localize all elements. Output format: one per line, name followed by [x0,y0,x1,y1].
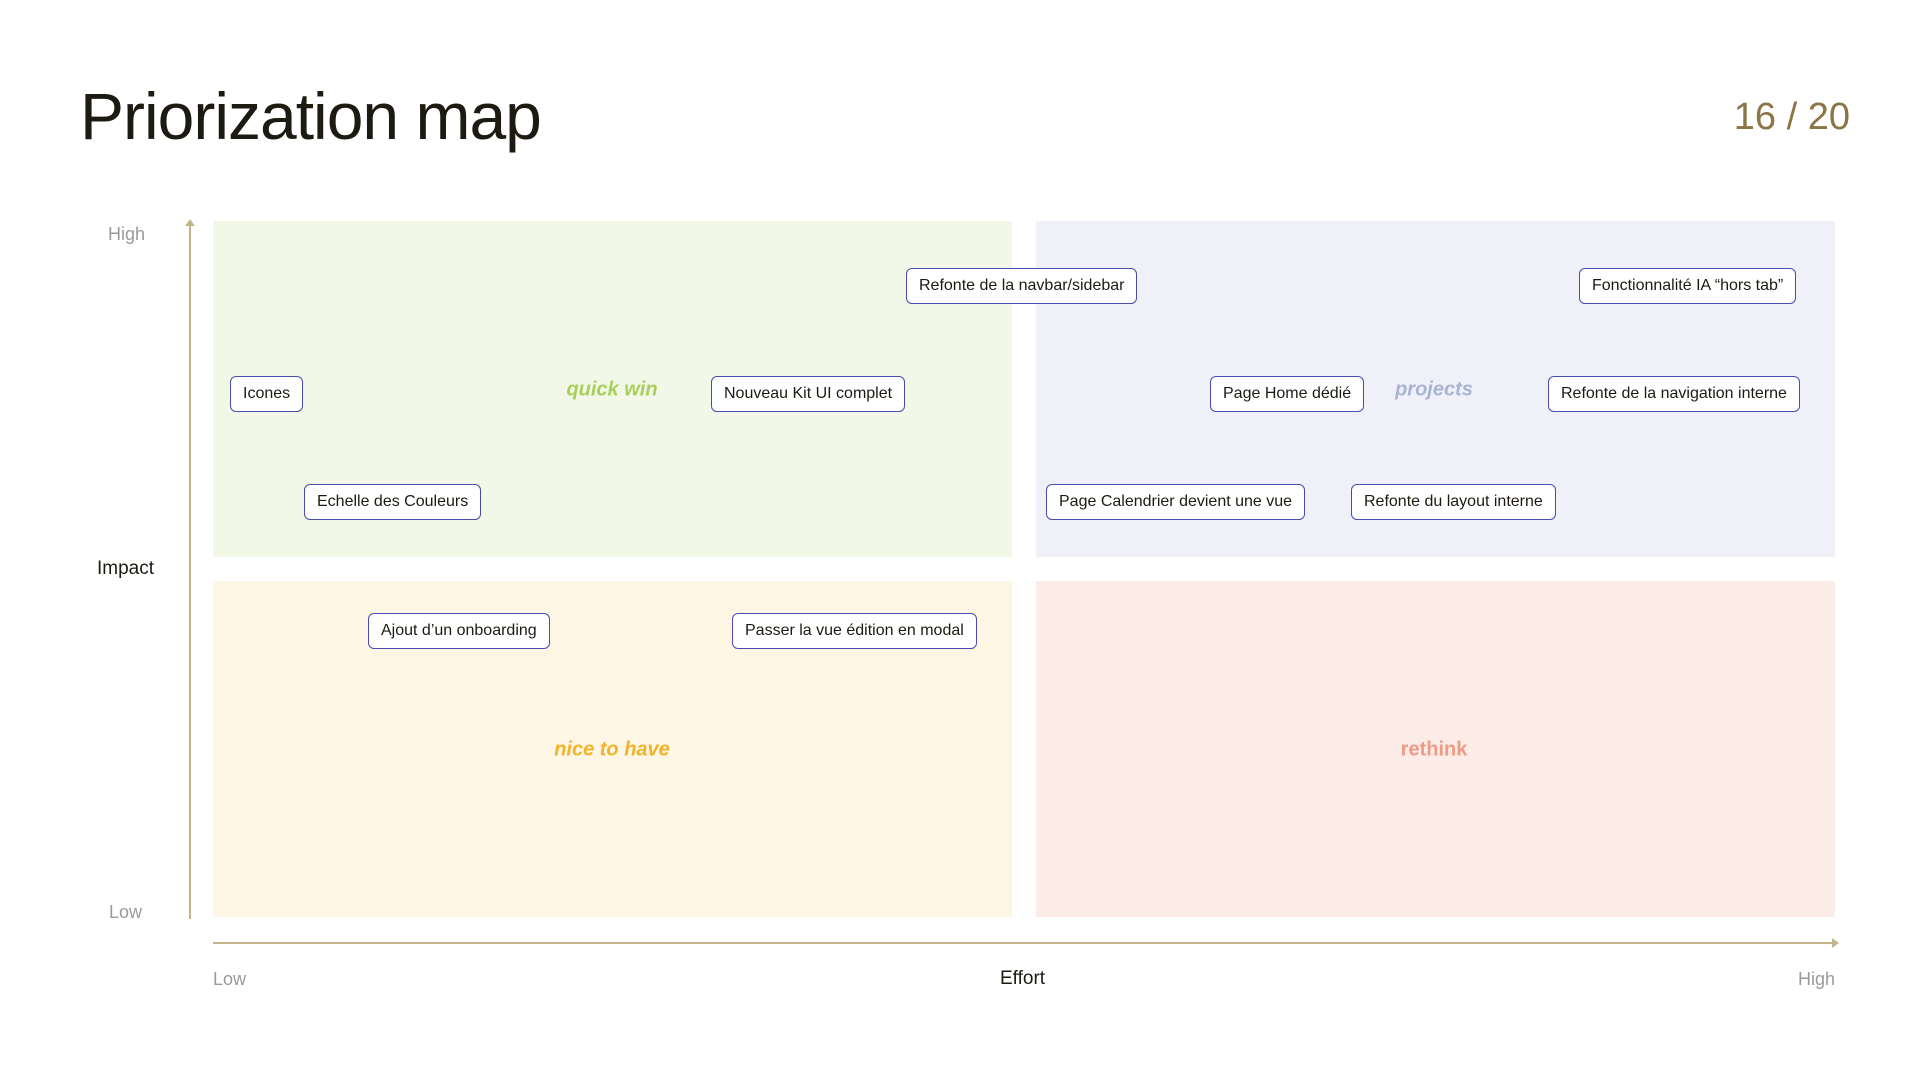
y-axis-line [189,224,191,919]
x-axis-line [213,942,1835,944]
y-axis-arrow-icon [185,219,195,226]
x-axis-arrow-icon [1832,938,1839,948]
tag-nouveau-kit-ui[interactable]: Nouveau Kit UI complet [711,376,906,412]
tag-echelle-couleurs[interactable]: Echelle des Couleurs [304,484,482,520]
quadrant-label-nice-to-have: nice to have [554,738,670,761]
tag-refonte-layout-interne[interactable]: Refonte du layout interne [1351,484,1556,520]
quadrant-rethink [1036,581,1835,917]
tag-page-calendrier[interactable]: Page Calendrier devient une vue [1046,484,1306,520]
quadrant-label-projects: projects [1395,378,1473,401]
y-axis-low-label: Low [109,902,143,922]
tag-page-home[interactable]: Page Home dédié [1210,376,1365,412]
quadrant-label-quick-win: quick win [566,378,658,401]
tag-refonte-navbar-sidebar[interactable]: Refonte de la navbar/sidebar [906,268,1138,304]
x-axis-low-label: Low [213,969,247,989]
tag-icones[interactable]: Icones [230,376,304,412]
x-axis-high-label: High [1798,969,1836,989]
y-axis-title: Impact [97,558,155,579]
quadrant-label-rethink: rethink [1400,738,1468,761]
tag-vue-edition-modal[interactable]: Passer la vue édition en modal [732,613,977,649]
tag-ajout-onboarding[interactable]: Ajout d’un onboarding [368,613,550,649]
page-counter: 16 / 20 [1733,96,1850,138]
tag-refonte-navigation-interne[interactable]: Refonte de la navigation interne [1548,376,1800,412]
slide-title: Priorization map [80,79,542,153]
y-axis-high-label: High [108,224,146,244]
x-axis-title: Effort [1000,968,1046,989]
tag-fonctionnalite-ia[interactable]: Fonctionnalité IA “hors tab” [1579,268,1797,304]
